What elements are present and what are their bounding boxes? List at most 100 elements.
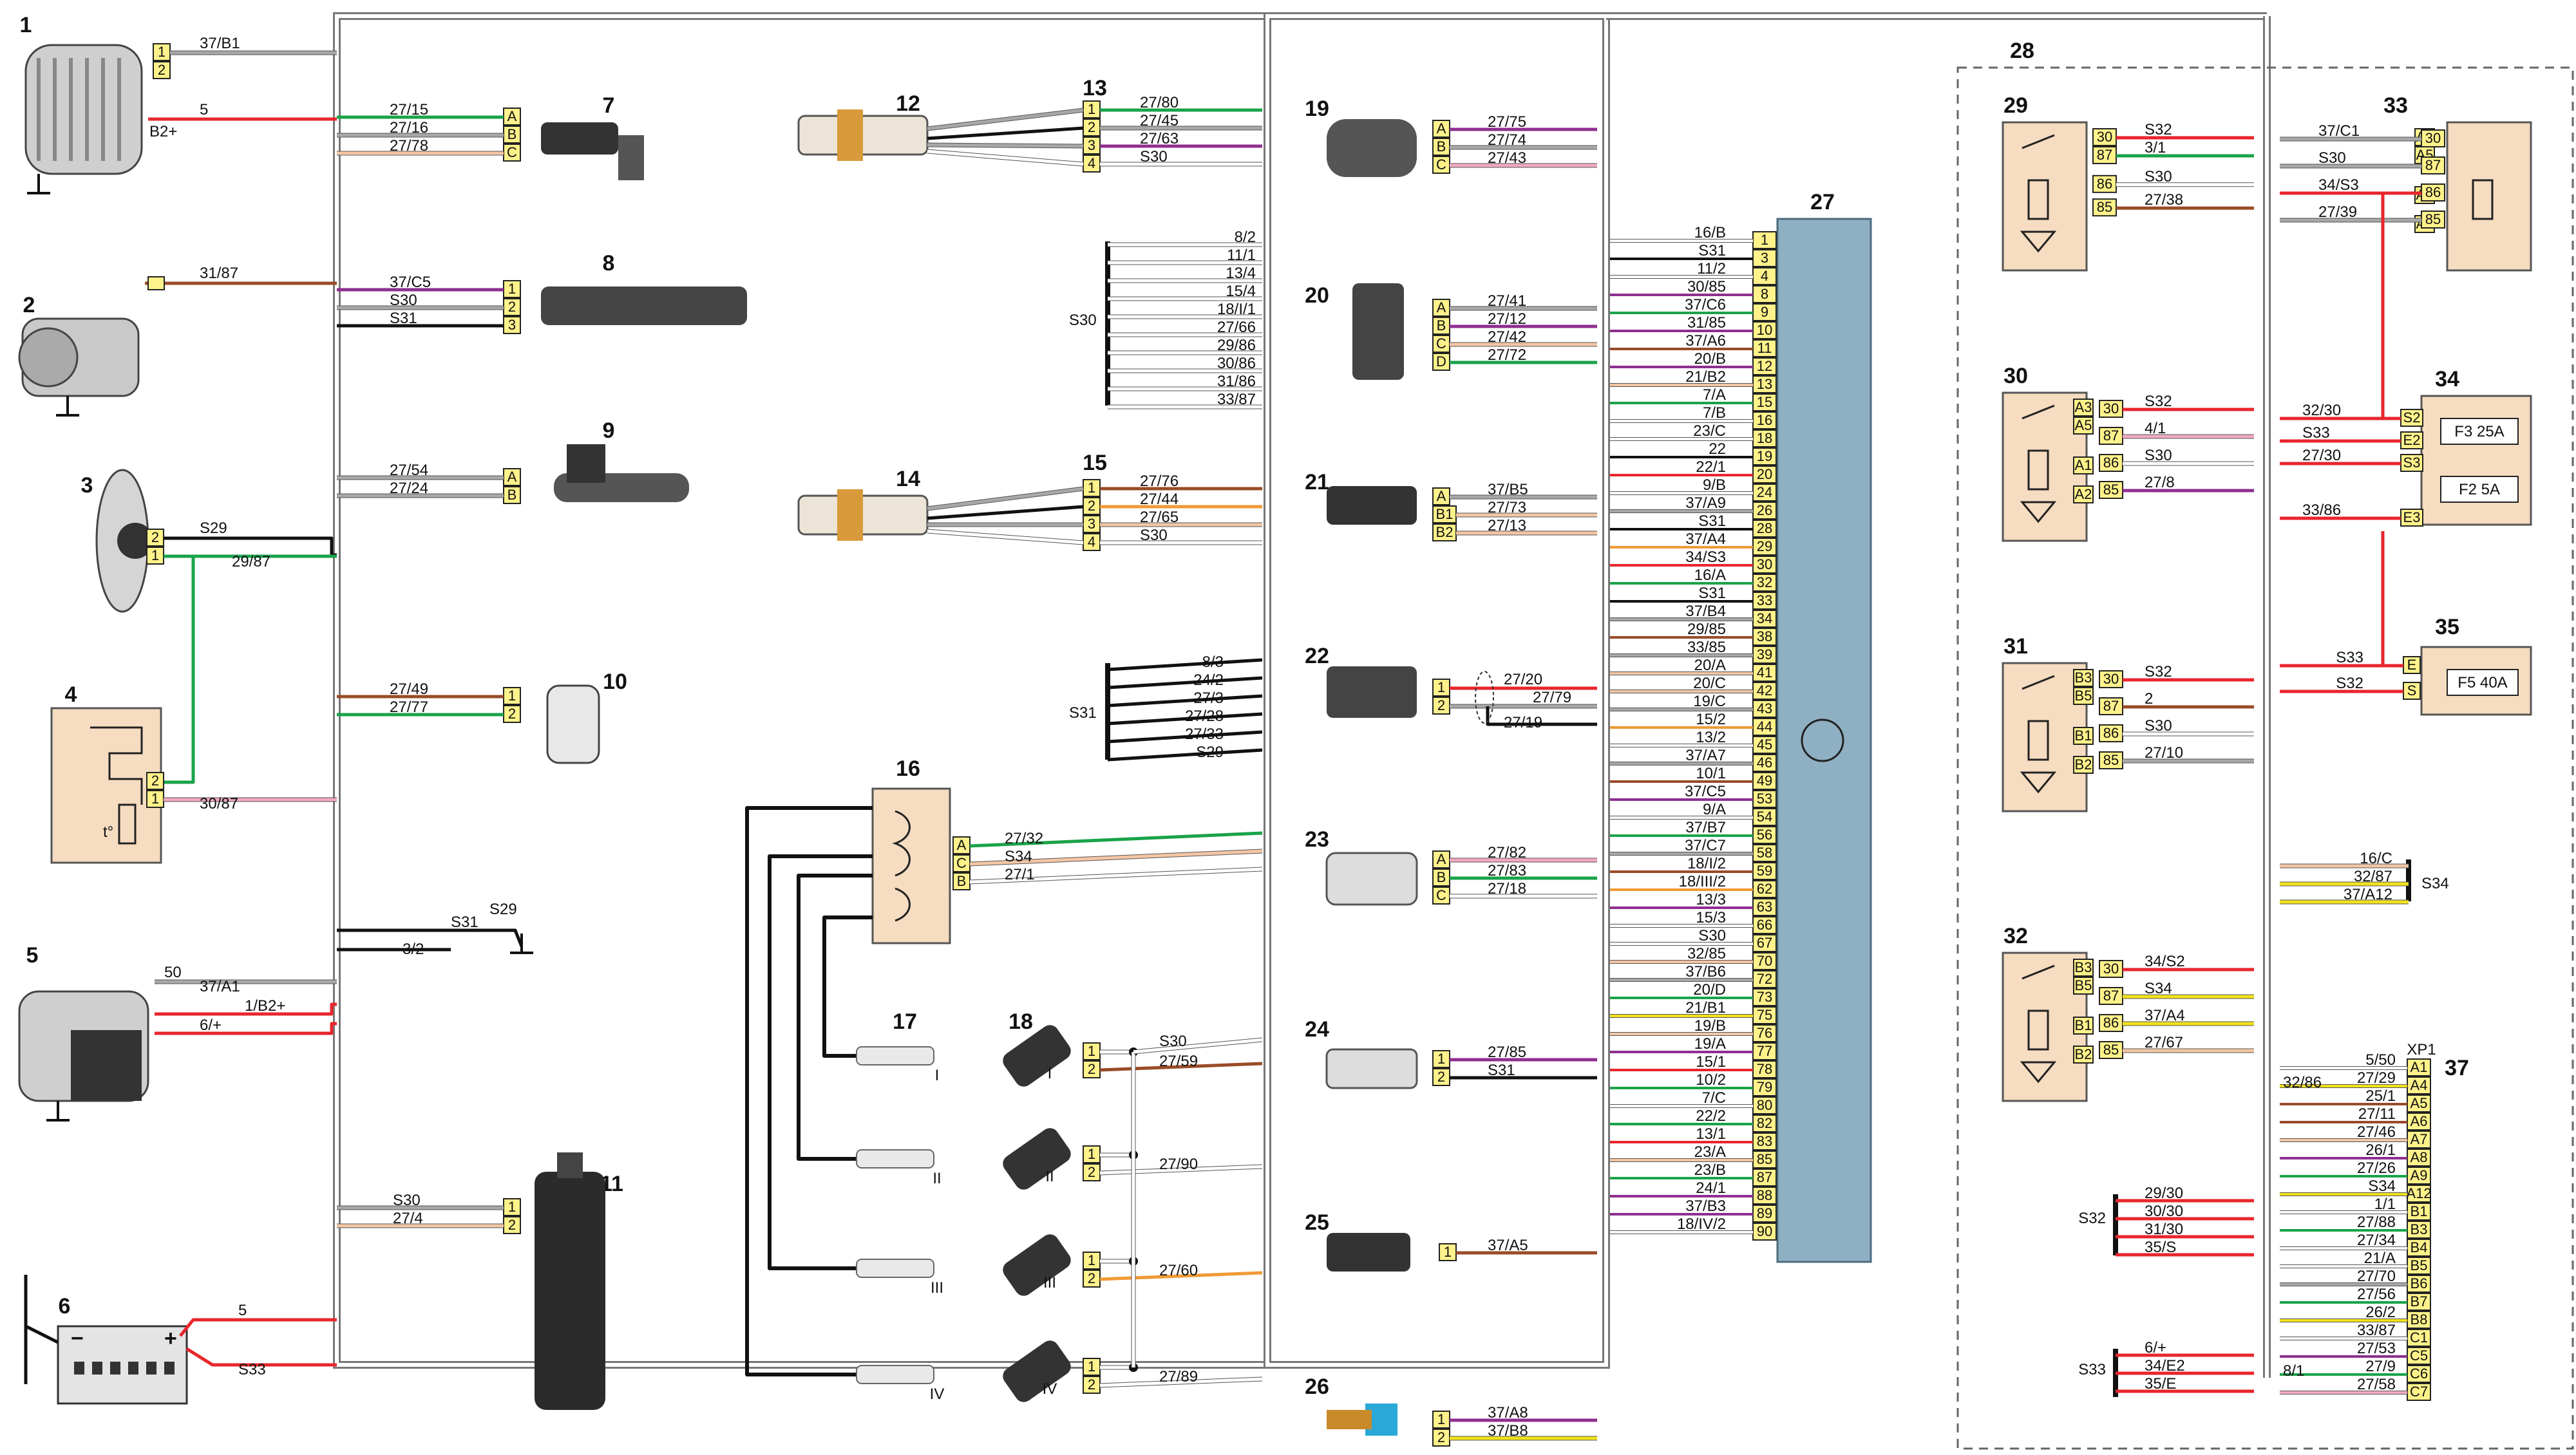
sensor-10-body [546,684,600,764]
wire-label-ecu-19: 22 [1709,440,1726,458]
sensor-23-body [1325,852,1418,906]
wire-label-c8-1: S30 [390,292,417,309]
ecu-transistor-symbol [1801,718,1844,762]
ecu-pin-9 [1752,303,1777,321]
starter-solenoid [71,1030,142,1101]
wire-label-xp1-A12: S34 [2368,1178,2396,1195]
wire-label-r30-3: 27/8 [2145,474,2175,491]
wire-label-f34-2: 27/30 [2302,447,2341,464]
wire-label-f34-1: S33 [2302,424,2330,442]
ecu-pin-46-label: 46 [1757,755,1772,771]
wire-label-inj-s30: S30 [1159,1033,1187,1050]
component-number-26: 26 [1305,1375,1329,1399]
ecu-pin-59 [1752,862,1777,880]
ecu-pin-58-label: 58 [1757,845,1772,861]
r30-inner-pin-6 [2073,485,2094,503]
wire-label-ecu-73: 20/D [1693,981,1726,999]
r31-inner-pin-4 [2073,727,2094,745]
ecu-pin-4-label: 4 [1761,268,1768,284]
ecu-pin-79 [1752,1078,1777,1096]
wire-label-ecu-43: 19/C [1693,693,1726,710]
wire-s31-4 [1107,730,1263,744]
r30-pin-7-label: 85 [2103,482,2119,498]
wire-label-ecu-59: 18/I/2 [1687,855,1726,872]
wire-label-s31-4: 27/33 [1185,726,1224,743]
spark-plug-label-3: III [931,1279,943,1297]
wire-label-ecu-82: 22/2 [1696,1107,1726,1125]
r30-pin-3-label: 87 [2103,427,2119,444]
wire-14-15-2 [927,505,1084,520]
wire-label: 37/A1 [200,978,240,995]
spark-plug-label-1: I [935,1067,940,1084]
xp1-pin-C5-label: C5 [2410,1347,2428,1364]
wire-s31-2 [1107,694,1263,708]
wire-label-ecu-20: 22/1 [1696,458,1726,476]
wire-label-ecu-4: 11/2 [1697,260,1726,277]
c20-pin-0-label: A [1437,299,1446,315]
wire-label-f35-1: S32 [2336,675,2363,692]
f34-pin-1-label: E2 [2403,432,2421,448]
r32-inner-pin-0 [2073,959,2094,977]
component-number-35: 35 [2435,615,2459,639]
xp1-pin-B6 [2407,1275,2431,1293]
r29-pin-3-label: 85 [2097,199,2112,215]
ecu-pin-28-label: 28 [1757,520,1772,536]
ignition-coil-body [535,1172,605,1410]
ecu-pin-45 [1752,736,1777,754]
wire-label-ecu-90: 18/IV/2 [1677,1216,1726,1233]
sensor-26-thread [1327,1410,1372,1429]
wire-label-s34-2: 37/A12 [2344,886,2392,903]
ecu-pin-54 [1752,808,1777,826]
xp1-pin-C5 [2407,1347,2431,1365]
ground-s31 [510,934,533,954]
wire-label-ecu-13: 21/B2 [1685,368,1726,386]
component-number-30: 30 [2003,364,2028,388]
wire-fan-to-tsw [164,556,195,784]
r32-pin-1 [2099,960,2123,978]
relay-33-coil [2472,179,2494,220]
wire-label-c11-0: S30 [393,1192,421,1209]
inj-1-pin2 [1083,1060,1101,1078]
wire-label-c9-0: 27/54 [390,462,428,479]
battery-cell [146,1362,156,1375]
wire-s31-1 [1107,676,1263,690]
wire-c16-2 [969,867,1263,884]
sensor-24-body [1325,1048,1418,1089]
ecu-pin-39-label: 39 [1757,646,1772,662]
wire-label: 27/19 [1504,714,1542,731]
c23-pin-1-label: B [1437,869,1446,885]
component-number-4: 4 [65,682,77,707]
f35-pin-1-label: S [2407,682,2417,699]
wire-label-c16-1: S34 [1005,848,1032,865]
r30-inner-pin-4-label: A1 [2075,457,2092,473]
wire-label-ecu-45: 13/2 [1696,729,1726,746]
ht-lead-1 [745,806,873,1376]
xp1-pin-C6 [2407,1365,2431,1383]
ecu-pin-13 [1752,375,1777,393]
fan-pin2-label: 2 [151,529,159,545]
wire-label: 31/87 [200,265,238,282]
c21-pin-0-label: A [1437,488,1446,504]
ecu-pin-26-label: 26 [1757,502,1772,518]
r31-inner-pin-2 [2073,687,2094,705]
s30-group-label: S30 [1069,312,1097,329]
wire-label-r32-3: 27/67 [2145,1034,2183,1051]
wire-label-c20-1: 27/12 [1488,310,1526,328]
c24-pin-1-label: 2 [1437,1069,1445,1085]
wire-12-13-1 [927,108,1084,131]
wire-label-r31-0: S32 [2145,663,2172,681]
component-number-34: 34 [2435,367,2459,391]
r29-pin-2 [2092,174,2117,193]
battery-minus: − [71,1326,84,1351]
wire-12-13-4 [927,149,1084,166]
component-number-14: 14 [896,467,920,491]
r29-pin-0 [2092,128,2117,146]
r32-inner-pin-4-label: B1 [2075,1017,2092,1033]
relay-32-contact [2020,964,2057,1084]
c26-pin-0 [1432,1411,1450,1429]
ecu-pin-24-label: 24 [1757,484,1772,500]
starter-ground [46,1101,70,1122]
component-number-12: 12 [896,91,920,116]
component-number-24: 24 [1305,1017,1329,1042]
ecu-pin-80-label: 80 [1757,1097,1772,1113]
